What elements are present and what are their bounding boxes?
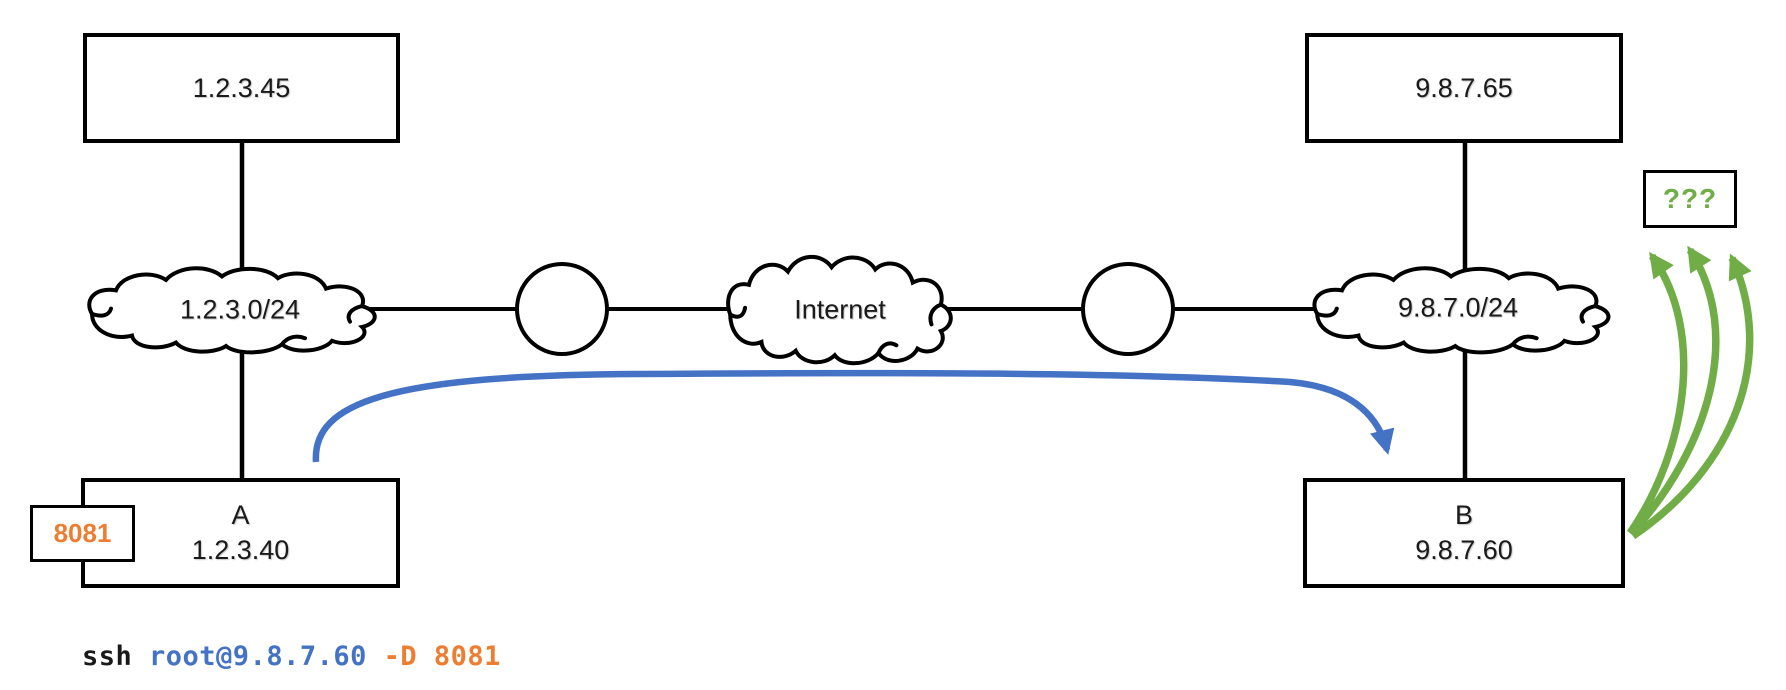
ssh-connection-arrow	[312, 369, 1395, 463]
host-box-1-2-3-45: 1.2.3.45	[83, 33, 400, 143]
router-circle-left	[515, 262, 609, 356]
port-badge-label: 8081	[53, 518, 112, 548]
host-a-name: A	[231, 500, 250, 530]
ssh-command-dynamic-forward-flag: -D 8081	[383, 641, 501, 672]
left-network-cloud-label: 1.2.3.0/24	[179, 294, 301, 325]
right-network-cloud-label: 9.8.7.0/24	[1397, 292, 1519, 323]
internet-cloud-label: Internet	[794, 294, 886, 325]
host-b-ip: 9.8.7.60	[1415, 535, 1513, 565]
router-circle-right	[1081, 262, 1175, 356]
host-b-name: B	[1454, 500, 1473, 530]
proxy-arrow-1	[1626, 251, 1688, 536]
mystery-label: ???	[1662, 183, 1718, 214]
port-badge-8081: 8081	[30, 505, 135, 562]
host-label: 1.2.3.45	[192, 72, 291, 103]
ssh-command-binary: ssh	[82, 641, 150, 672]
host-box-9-8-7-65: 9.8.7.65	[1305, 33, 1623, 143]
proxy-arrow-2	[1628, 245, 1720, 537]
host-box-b: B 9.8.7.60	[1303, 478, 1625, 588]
host-label: 9.8.7.65	[1415, 72, 1513, 103]
proxy-arrow-3	[1630, 253, 1754, 540]
ssh-command-target: root@9.8.7.60	[149, 641, 384, 672]
ssh-command: ssh root@9.8.7.60 -D 8081	[82, 641, 501, 672]
mystery-destination-box: ???	[1643, 170, 1737, 228]
host-a-ip: 1.2.3.40	[191, 535, 290, 565]
host-box-a: A 1.2.3.40	[81, 478, 400, 588]
